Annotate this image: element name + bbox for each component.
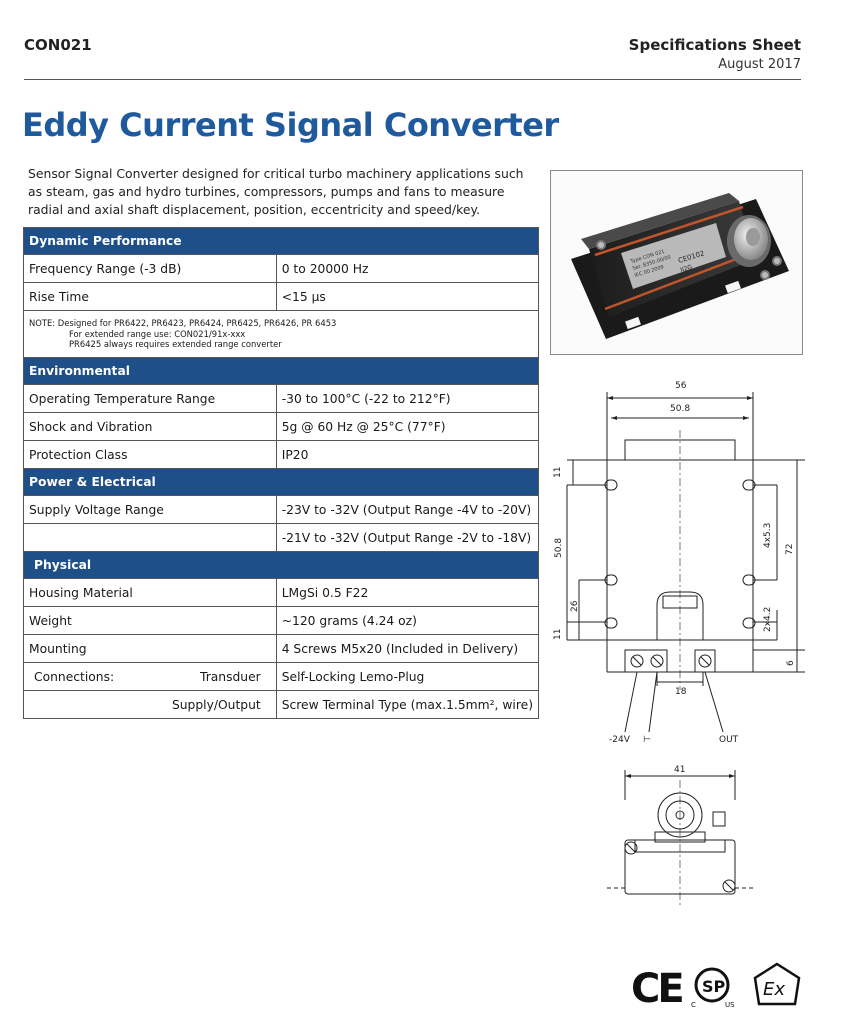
table-row: Shock and Vibration 5g @ 60 Hz @ 25°C (7…: [23, 412, 540, 441]
section-header-power: Power & Electrical: [23, 468, 539, 496]
header-divider: [24, 79, 801, 80]
row-value: Self-Locking Lemo-Plug: [275, 662, 540, 691]
dim-11-top: 11: [553, 467, 563, 478]
note-cell: NOTE: Designed for PR6422, PR6423, PR642…: [23, 310, 539, 358]
ex-logo-text: Ex: [763, 979, 785, 1000]
section-header-dynamic: Dynamic Performance: [23, 227, 539, 255]
section-title: Power & Electrical: [23, 468, 539, 496]
row-label: Frequency Range (-3 dB): [23, 254, 277, 283]
sheet-title: Specifications Sheet: [628, 36, 801, 54]
dim-72: 72: [785, 544, 795, 555]
sheet-date: August 2017: [718, 57, 801, 72]
technical-drawing-side: 41: [607, 765, 755, 905]
product-photo: Type CON 021 Ser. 8350.00/00 IEC 00 2009…: [550, 170, 803, 355]
dim-56: 56: [675, 381, 687, 391]
row-value: 0 to 20000 Hz: [275, 254, 540, 283]
dim-2x4-2: 2x4.2: [763, 607, 773, 632]
photo-ex-mark: II2G: [680, 264, 694, 274]
row-value: -30 to 100°C (-22 to 212°F): [275, 384, 540, 413]
connections-label: Connections:: [34, 669, 115, 684]
table-row: Supply/Output Screw Terminal Type (max.1…: [23, 690, 540, 719]
row-value: <15 µs: [275, 282, 540, 311]
dim-11-bottom: 11: [553, 629, 563, 640]
row-label: Supply Voltage Range: [23, 495, 277, 524]
table-row: Protection Class IP20: [23, 440, 540, 469]
table-row: Rise Time <15 µs: [23, 282, 540, 311]
table-row: Connections: Transduer Self-Locking Lemo…: [23, 662, 540, 691]
supply-output-label: Supply/Output: [23, 690, 277, 719]
row-value: -21V to -32V (Output Range -2V to -18V): [275, 523, 540, 552]
section-header-environmental: Environmental: [23, 357, 539, 385]
dim-18: 18: [675, 687, 687, 697]
csa-us-label: US: [725, 1001, 735, 1009]
dim-4x5-3: 4x5.3: [763, 523, 773, 548]
page-title: Eddy Current Signal Converter: [22, 106, 559, 144]
row-value: Screw Terminal Type (max.1.5mm², wire): [275, 690, 540, 719]
ce-logo-icon: CE: [631, 966, 682, 1012]
ex-logo-icon: Ex: [753, 962, 801, 1006]
note-line: NOTE: Designed for PR6422, PR6423, PR642…: [29, 318, 337, 329]
section-title: Dynamic Performance: [23, 227, 539, 255]
intro-paragraph: Sensor Signal Converter designed for cri…: [28, 166, 524, 217]
row-label: Rise Time: [23, 282, 277, 311]
row-label: Weight: [23, 606, 277, 635]
dim-6: 6: [786, 660, 796, 666]
dim-50-8-left: 50.8: [554, 538, 564, 558]
row-label: Operating Temperature Range: [23, 384, 277, 413]
table-row: Mounting 4 Screws M5x20 (Included in Del…: [23, 634, 540, 663]
row-label: Shock and Vibration: [23, 412, 277, 441]
table-row: Frequency Range (-3 dB) 0 to 20000 Hz: [23, 254, 540, 283]
csa-logo-text: SP: [702, 977, 726, 996]
row-value: 5g @ 60 Hz @ 25°C (77°F): [275, 412, 540, 441]
technical-drawing-front: 56 50.8 11 50.8 26 11 4x5.3 72 2x4.2 6 1…: [553, 381, 805, 745]
dim-50-8-top: 50.8: [670, 404, 690, 414]
row-value: ~120 grams (4.24 oz): [275, 606, 540, 635]
table-row: Operating Temperature Range -30 to 100°C…: [23, 384, 540, 413]
converter-illustration: Type CON 021 Ser. 8350.00/00 IEC 00 2009…: [571, 193, 789, 339]
label-ground: ⊢: [643, 735, 651, 745]
dim-41: 41: [674, 765, 685, 775]
spec-table: Dynamic Performance Frequency Range (-3 …: [23, 227, 540, 719]
row-label: Housing Material: [23, 578, 277, 607]
section-title: Environmental: [23, 357, 539, 385]
csa-logo-icon: SP C US: [691, 967, 735, 1009]
note-line: For extended range use: CON021/91x-xxx: [69, 328, 246, 339]
row-value: LMgSi 0.5 F22: [275, 578, 540, 607]
row-label: Protection Class: [23, 440, 277, 469]
dim-26: 26: [570, 600, 580, 612]
label-out: OUT: [719, 735, 739, 745]
transducer-label: Transduer: [199, 669, 261, 684]
row-label: Mounting: [23, 634, 277, 663]
row-value: -23V to -32V (Output Range -4V to -20V): [275, 495, 540, 524]
certification-logos: CE SP C US Ex: [631, 962, 801, 1012]
row-label: [23, 523, 277, 552]
document-code: CON021: [24, 36, 92, 54]
note-line: PR6425 always requires extended range co…: [69, 339, 282, 350]
label-minus-24v: -24V: [609, 735, 631, 745]
connections-label-cell: Connections: Transduer: [23, 662, 277, 691]
row-value: 4 Screws M5x20 (Included in Delivery): [275, 634, 540, 663]
table-row: -21V to -32V (Output Range -2V to -18V): [23, 523, 540, 552]
section-header-physical: Physical: [23, 551, 539, 579]
section-title: Physical: [23, 551, 539, 579]
note-row: NOTE: Designed for PR6422, PR6423, PR642…: [23, 310, 539, 358]
csa-c-label: C: [691, 1001, 696, 1009]
row-value: IP20: [275, 440, 540, 469]
table-row: Supply Voltage Range -23V to -32V (Outpu…: [23, 495, 540, 524]
table-row: Housing Material LMgSi 0.5 F22: [23, 578, 540, 607]
table-row: Weight ~120 grams (4.24 oz): [23, 606, 540, 635]
